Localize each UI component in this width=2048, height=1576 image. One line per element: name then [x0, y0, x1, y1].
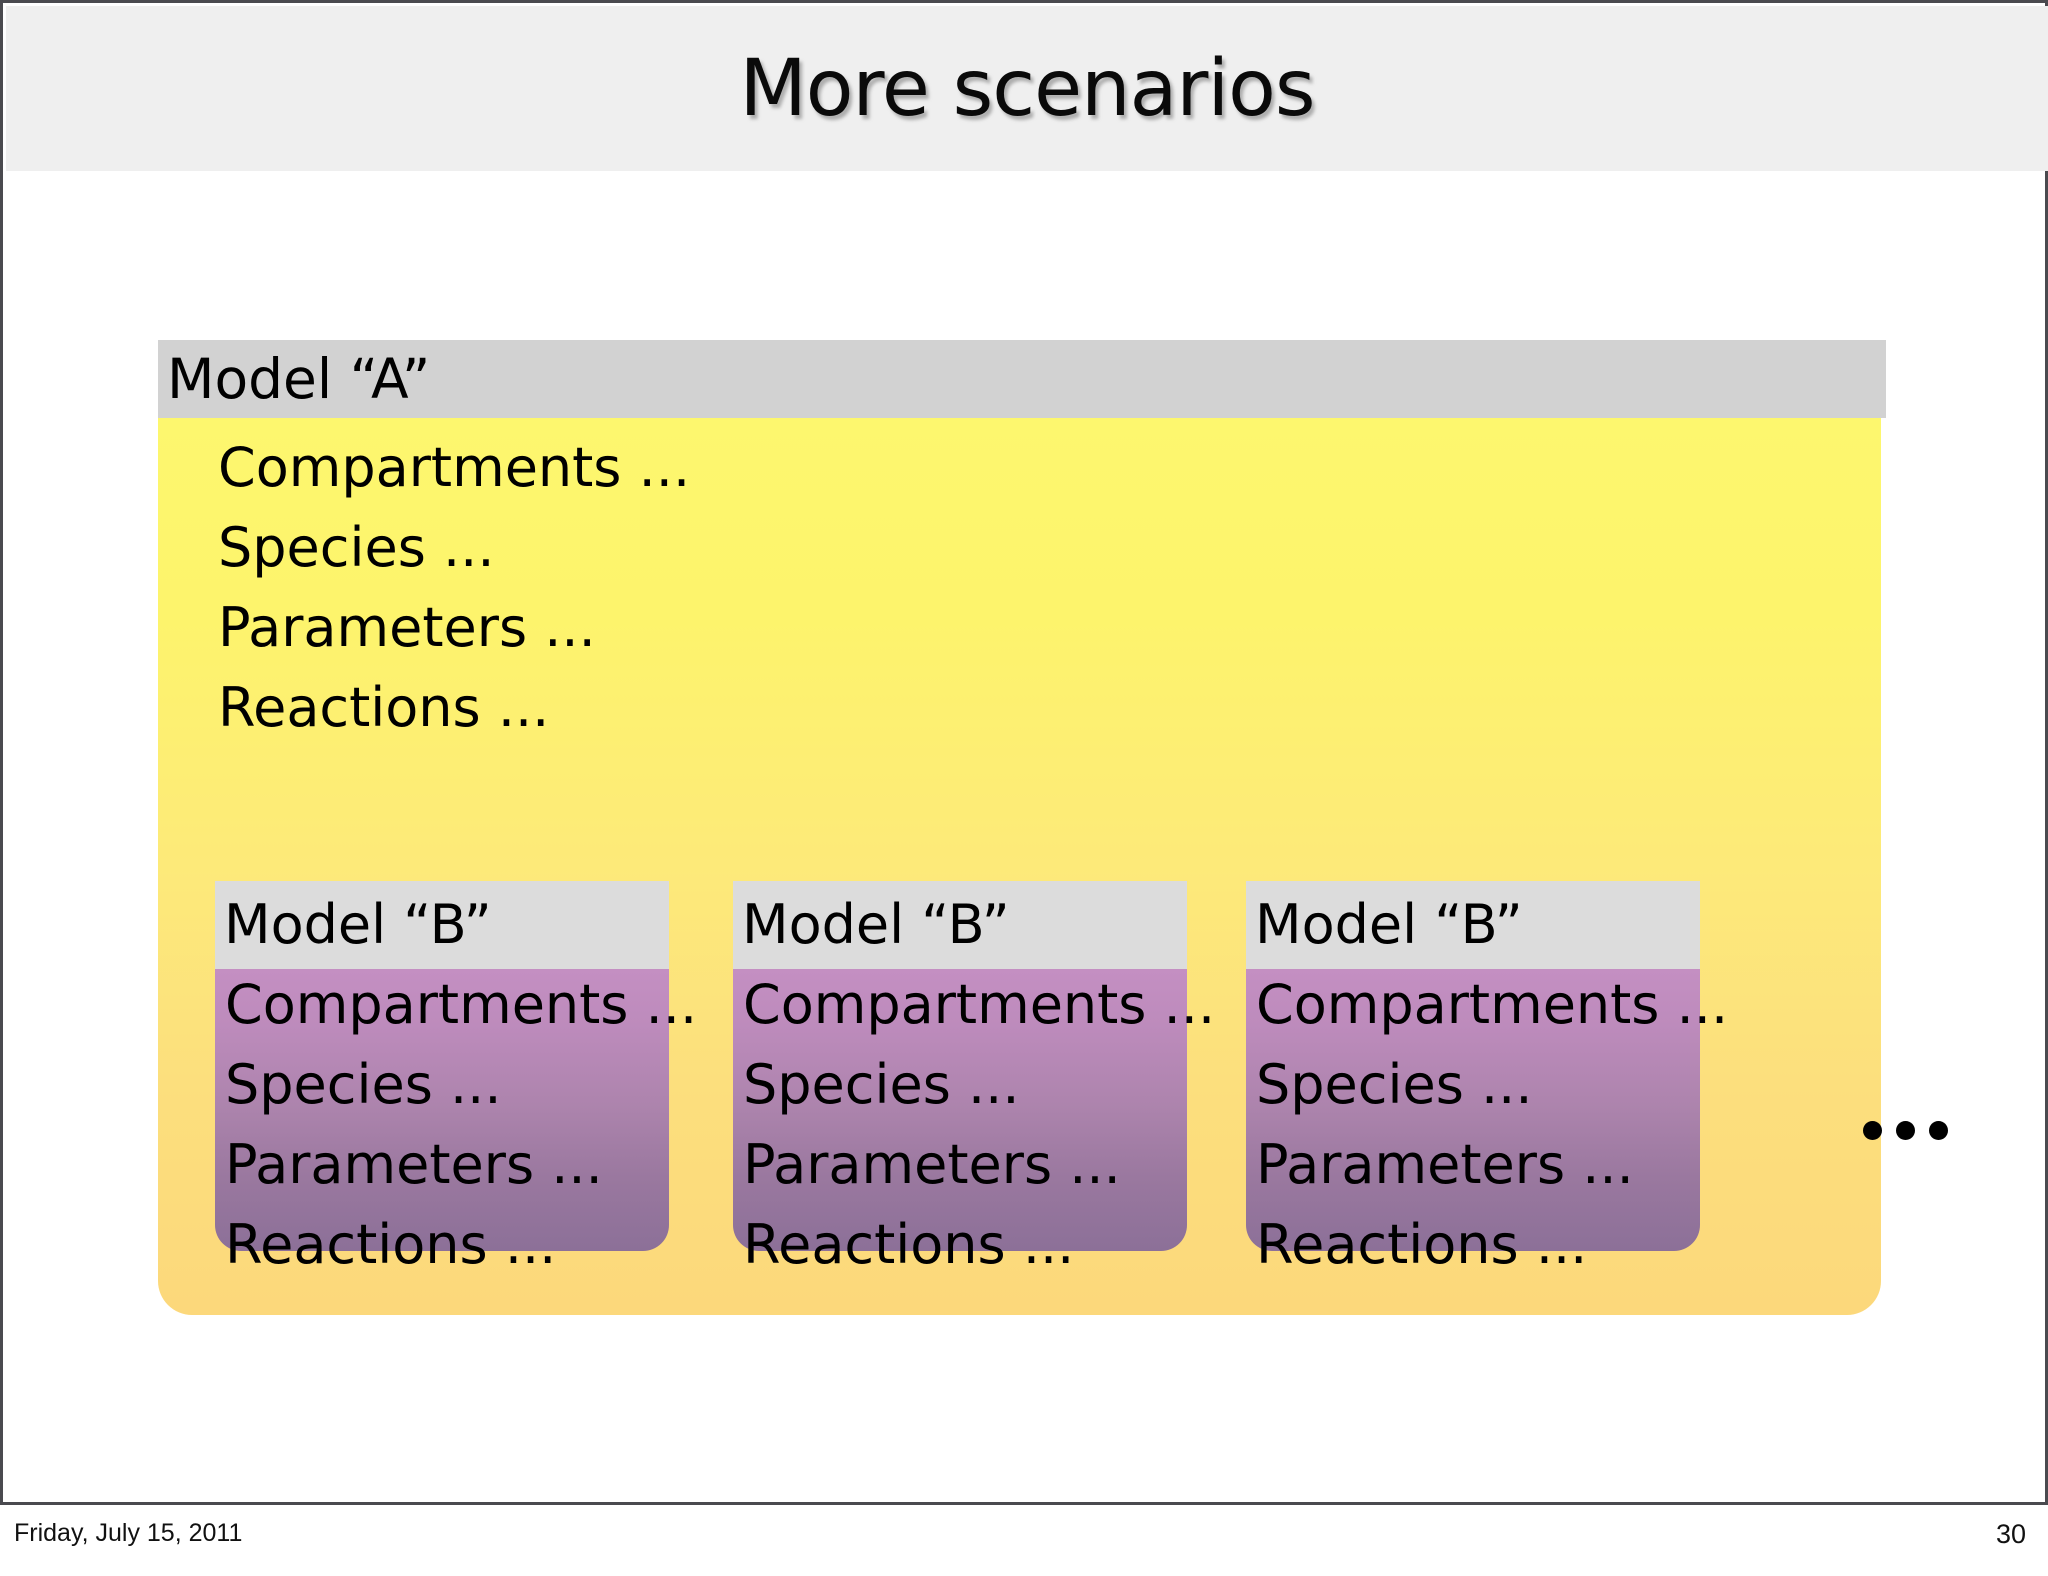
ellipsis-dot-3 — [1929, 1121, 1948, 1140]
continuation-ellipsis-icon — [1863, 1121, 1948, 1140]
model-b-body-2 — [733, 969, 1187, 1251]
model-b-item-list-1: Compartments ... Species ... Parameters … — [225, 965, 785, 1285]
model-b-box-2: Model “B” Compartments ... Species ... P… — [733, 881, 1215, 1276]
model-b-3-item-parameters: Parameters ... — [1256, 1133, 1634, 1196]
model-b-item-list-2: Compartments ... Species ... Parameters … — [743, 965, 1303, 1285]
slide-title: More scenarios — [739, 43, 1316, 134]
model-b-2-item-compartments: Compartments ... — [743, 973, 1216, 1036]
ellipsis-dot-2 — [1896, 1121, 1915, 1140]
model-a-body: Compartments ... Species ... Parameters … — [158, 418, 1948, 1315]
model-b-title-1: Model “B” — [224, 893, 492, 956]
slide-canvas: More scenarios Model “A” Compartments ..… — [0, 0, 2048, 1505]
model-b-box-1: Model “B” Compartments ... Species ... P… — [215, 881, 697, 1276]
model-a-container: Model “A” Compartments ... Species ... P… — [158, 340, 1948, 1315]
model-b-body-1 — [215, 969, 669, 1251]
model-b-3-item-compartments: Compartments ... — [1256, 973, 1729, 1036]
model-b-2-item-parameters: Parameters ... — [743, 1133, 1121, 1196]
footer-date: Friday, July 15, 2011 — [14, 1519, 243, 1547]
model-b-row: Model “B” Compartments ... Species ... P… — [158, 881, 1948, 1276]
model-a-item-list: Compartments ... Species ... Parameters … — [218, 428, 1218, 748]
model-a-header: Model “A” — [158, 340, 1886, 418]
model-b-title-2: Model “B” — [742, 893, 1010, 956]
model-b-1-item-reactions: Reactions ... — [225, 1213, 557, 1276]
slide-title-bar: More scenarios — [6, 6, 2048, 171]
model-a-item-compartments: Compartments ... — [218, 436, 691, 499]
model-b-1-item-species: Species ... — [225, 1053, 502, 1116]
model-b-header-2: Model “B” — [733, 881, 1187, 969]
model-b-2-item-reactions: Reactions ... — [743, 1213, 1075, 1276]
model-b-item-list-3: Compartments ... Species ... Parameters … — [1256, 965, 1816, 1285]
model-a-item-species: Species ... — [218, 516, 495, 579]
model-b-1-item-compartments: Compartments ... — [225, 973, 698, 1036]
ellipsis-dot-1 — [1863, 1121, 1882, 1140]
model-b-3-item-reactions: Reactions ... — [1256, 1213, 1588, 1276]
footer-page-number: 30 — [1995, 1519, 2026, 1549]
model-b-body-3 — [1246, 969, 1700, 1251]
slide-footer: Friday, July 15, 2011 30 — [0, 1505, 2048, 1576]
model-a-item-parameters: Parameters ... — [218, 596, 596, 659]
model-b-2-item-species: Species ... — [743, 1053, 1020, 1116]
model-a-title: Model “A” — [167, 346, 431, 411]
model-b-3-item-species: Species ... — [1256, 1053, 1533, 1116]
model-b-title-3: Model “B” — [1255, 893, 1523, 956]
model-b-header-1: Model “B” — [215, 881, 669, 969]
model-b-box-3: Model “B” Compartments ... Species ... P… — [1246, 881, 1728, 1276]
model-a-item-reactions: Reactions ... — [218, 676, 550, 739]
model-b-1-item-parameters: Parameters ... — [225, 1133, 603, 1196]
model-b-header-3: Model “B” — [1246, 881, 1700, 969]
